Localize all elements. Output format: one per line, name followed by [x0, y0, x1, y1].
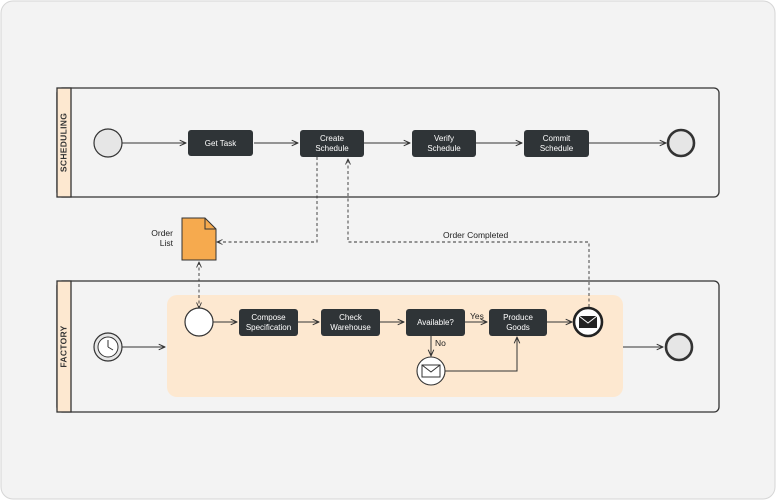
- svg-text:Compose: Compose: [251, 313, 286, 322]
- envelope-icon: [416, 356, 446, 386]
- svg-text:Get Task: Get Task: [205, 139, 237, 148]
- task-get-task[interactable]: Get Task: [188, 130, 253, 156]
- document-icon: [181, 217, 217, 261]
- svg-text:Produce: Produce: [503, 313, 533, 322]
- svg-text:Available?: Available?: [417, 318, 454, 327]
- factory-sequence-flows: [122, 322, 663, 372]
- lane-header-factory: [56, 280, 72, 413]
- task-create-schedule[interactable]: Create Schedule: [300, 130, 364, 157]
- svg-text:Warehouse: Warehouse: [330, 323, 371, 332]
- factory-end-event-icon: [664, 332, 694, 362]
- timer-icon: [93, 332, 123, 362]
- svg-text:Check: Check: [339, 313, 363, 322]
- svg-text:Schedule: Schedule: [540, 144, 574, 153]
- svg-text:Create: Create: [320, 134, 345, 143]
- task-produce-goods[interactable]: Produce Goods: [489, 309, 547, 336]
- svg-text:Commit: Commit: [543, 134, 571, 143]
- subprocess-container: [167, 295, 623, 397]
- svg-text:Schedule: Schedule: [315, 144, 349, 153]
- lane-label-factory: FACTORY: [59, 325, 69, 367]
- svg-text:Verify: Verify: [434, 134, 454, 143]
- dashed-associations: [199, 157, 590, 308]
- label-yes: Yes: [470, 311, 484, 321]
- lane-header-scheduling: [56, 87, 72, 198]
- svg-text:Specification: Specification: [246, 323, 291, 332]
- message-end-event-icon: [572, 306, 604, 338]
- end-event-icon: [666, 128, 696, 158]
- label-order-completed: Order Completed: [443, 230, 508, 240]
- svg-text:Goods: Goods: [506, 323, 530, 332]
- data-object-label: Order List: [151, 228, 173, 248]
- start-event-icon: [93, 128, 123, 158]
- task-check-warehouse[interactable]: Check Warehouse: [321, 309, 380, 336]
- label-no: No: [435, 338, 446, 348]
- svg-text:List: List: [160, 238, 174, 248]
- task-available[interactable]: Available?: [406, 309, 465, 336]
- task-commit-schedule[interactable]: Commit Schedule: [524, 130, 589, 157]
- svg-text:Schedule: Schedule: [427, 144, 461, 153]
- subprocess-start-event-icon: [184, 307, 214, 337]
- svg-text:Order: Order: [151, 228, 173, 238]
- task-verify-schedule[interactable]: Verify Schedule: [412, 130, 476, 157]
- task-compose-specification[interactable]: Compose Specification: [239, 309, 298, 336]
- lane-label-scheduling: SCHEDULING: [59, 113, 69, 172]
